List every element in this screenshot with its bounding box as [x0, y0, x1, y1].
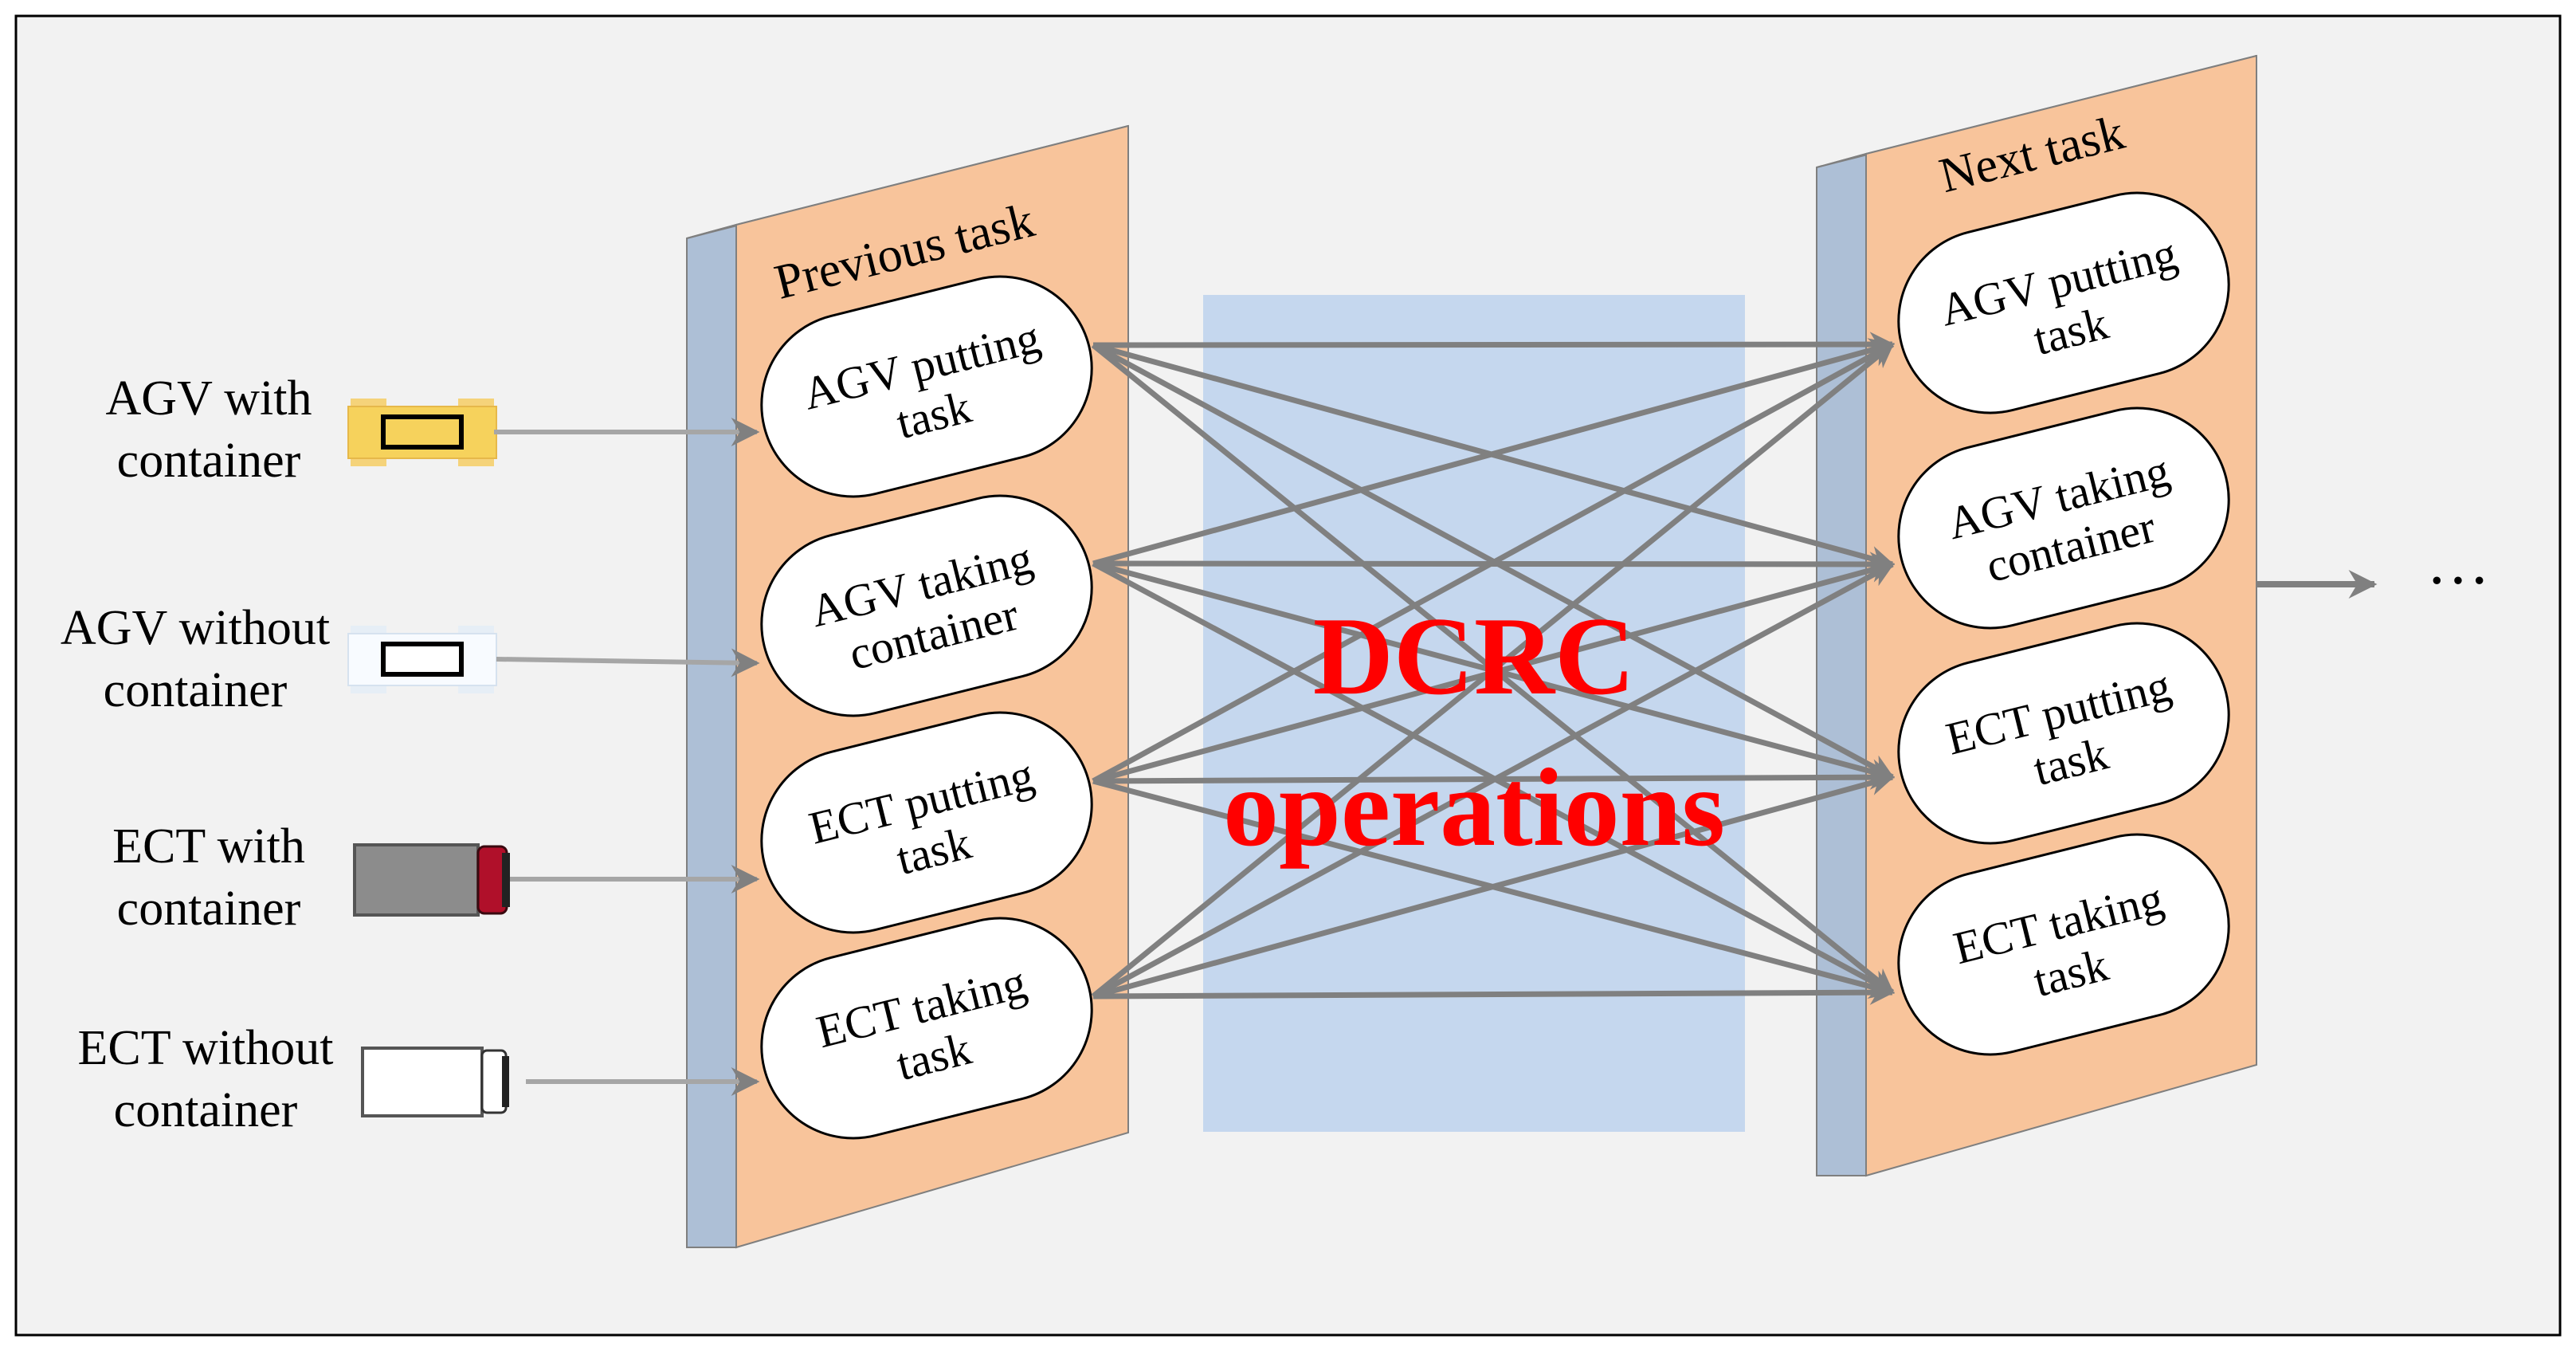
input-arrow — [496, 648, 760, 677]
vehicle-label: container — [114, 1083, 298, 1137]
connection-arrow — [1092, 338, 1896, 567]
previous-task-pill-agv-putting: AGV putting task — [760, 275, 1093, 498]
next-task-pill-agv-taking: AGV taking container — [1897, 406, 2230, 630]
connection-arrow — [1091, 342, 1895, 999]
vehicle-label: ECT with — [112, 819, 305, 874]
vehicle-label: container — [104, 663, 288, 717]
next-task-pill-ect-putting: ECT putting task — [1897, 622, 2230, 845]
connection-arrows — [1091, 332, 1896, 1005]
connection-arrow — [1092, 771, 1896, 1000]
dcrc-subtitle: operations — [1223, 746, 1725, 870]
vehicle-label: AGV without — [61, 601, 330, 655]
connection-arrow — [1092, 341, 1895, 784]
previous-task-pill-ect-taking: ECT taking task — [760, 917, 1093, 1140]
agv-yellow-icon — [347, 399, 497, 466]
truck-empty-icon — [361, 1047, 509, 1117]
vehicle-label: container — [117, 882, 301, 936]
connection-arrow — [1092, 980, 1896, 1005]
connection-arrow — [1092, 561, 1895, 1000]
next-task-pill-agv-putting: AGV putting task — [1897, 191, 2230, 414]
truck-with-container-icon — [353, 843, 510, 917]
ellipsis: ··· — [2426, 546, 2490, 616]
connection-arrow — [1092, 332, 1896, 357]
agv-white-icon — [347, 626, 497, 693]
previous-task-pill-agv-taking: AGV taking container — [760, 494, 1093, 717]
next-task-pill-ect-taking: ECT taking task — [1897, 833, 2230, 1056]
vehicle-label: ECT without — [78, 1021, 334, 1075]
vehicle-label: AGV with — [106, 371, 312, 426]
vehicle-label: container — [117, 434, 301, 488]
dcrc-title: DCRC — [1313, 595, 1635, 718]
previous-task-pill-ect-putting: ECT putting task — [760, 711, 1093, 934]
